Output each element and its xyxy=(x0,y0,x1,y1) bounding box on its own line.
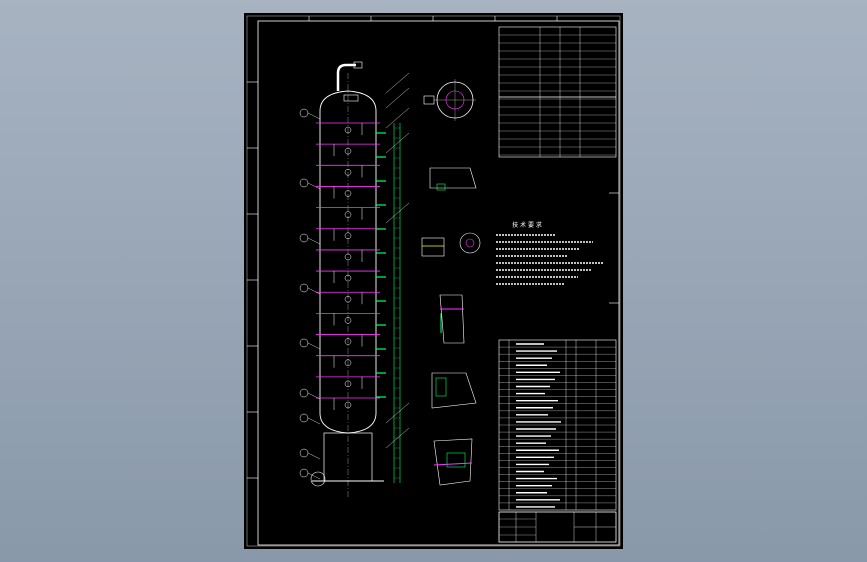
vapor-pipe-flange xyxy=(353,61,363,69)
detail-e xyxy=(431,372,477,409)
tower-top-head xyxy=(319,90,377,112)
manway-circle xyxy=(344,169,352,176)
nozzle-tag-circle xyxy=(299,338,309,348)
leader-line xyxy=(307,342,321,350)
drawing-frame xyxy=(246,15,621,547)
leader-line xyxy=(385,72,410,94)
section-details xyxy=(421,167,481,486)
manway-circle xyxy=(344,359,352,366)
top-view-nozzle xyxy=(423,95,435,105)
drawing-sheet: 技 术 要 求 xyxy=(244,13,623,549)
manway-circle xyxy=(344,211,352,218)
nozzle-tag-circle xyxy=(299,448,309,458)
leader-line xyxy=(385,87,410,109)
bottom-nozzle-flange xyxy=(310,471,326,487)
leader-line xyxy=(307,392,321,400)
leader-line xyxy=(385,427,410,449)
top-nozzle xyxy=(343,94,359,102)
manway-circle xyxy=(344,338,352,345)
manway-circle xyxy=(344,147,352,155)
nozzle-tag-circle xyxy=(299,413,309,423)
title-block xyxy=(498,511,617,543)
nozzle-tag-circle xyxy=(299,108,309,118)
detail-c xyxy=(459,232,481,254)
parts-list-table xyxy=(498,339,617,511)
leader-line xyxy=(307,287,321,295)
manway-circle xyxy=(344,295,352,303)
detail-b xyxy=(421,237,445,257)
leader-line xyxy=(307,112,321,120)
manway-circle xyxy=(344,401,352,409)
nozzle-tag-circle xyxy=(299,178,309,188)
engineering-drawing: 技 术 要 求 xyxy=(246,15,621,547)
manway-circle xyxy=(344,274,352,282)
detail-c-inner xyxy=(465,238,475,248)
leader-line xyxy=(385,107,410,129)
leader-line xyxy=(385,202,410,224)
top-view-detail xyxy=(423,79,476,121)
leader-line xyxy=(307,237,321,245)
spec-table-border xyxy=(498,26,617,158)
leader-line xyxy=(307,472,321,480)
detail-f-tray xyxy=(433,462,473,466)
manway-circle xyxy=(344,190,352,197)
nozzle-tag-circle xyxy=(299,283,309,293)
leader-line xyxy=(307,417,321,425)
manway-circle xyxy=(344,253,352,261)
detail-a-weld xyxy=(436,183,446,191)
distillation-tower-elevation xyxy=(299,61,410,498)
leader-line xyxy=(307,452,321,460)
detail-e-weld xyxy=(435,377,447,397)
nozzle-tag-circle xyxy=(299,233,309,243)
leader-line xyxy=(307,182,321,190)
detail-f-weld xyxy=(446,452,466,468)
manway-circle xyxy=(344,317,352,324)
detail-f xyxy=(433,438,473,486)
overhead-vapor-pipe xyxy=(336,63,356,91)
notes-title: 技 术 要 求 xyxy=(512,221,542,229)
leader-line xyxy=(385,402,410,424)
technical-requirements-notes: 技 术 要 求 xyxy=(496,221,604,285)
manway-circle xyxy=(344,380,352,388)
nozzle-tag-circle xyxy=(299,468,309,478)
leader-line xyxy=(385,132,410,154)
detail-d xyxy=(439,294,465,344)
detail-a xyxy=(429,167,477,189)
design-spec-table xyxy=(498,26,617,158)
outer-border xyxy=(257,20,620,546)
nozzle-tag-circle xyxy=(299,388,309,398)
manway-circle xyxy=(344,126,352,134)
manway-circle xyxy=(344,232,352,240)
trim-border xyxy=(246,15,621,547)
